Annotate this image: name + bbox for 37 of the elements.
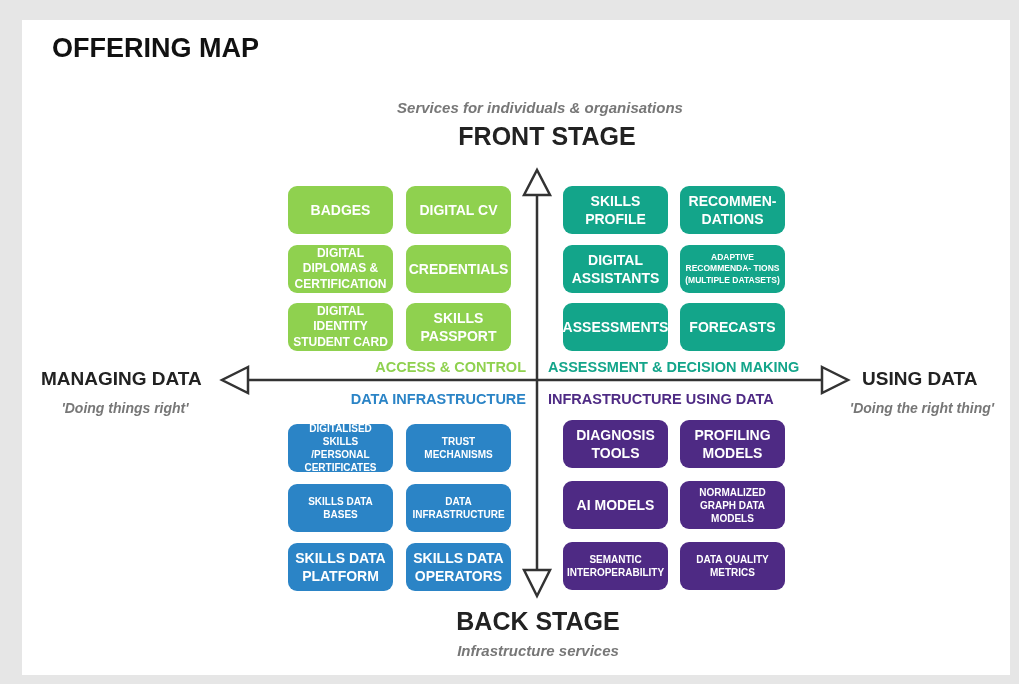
offering-box: SKILLS PASSPORT bbox=[406, 303, 511, 351]
offering-box: BADGES bbox=[288, 186, 393, 234]
offering-box: SKILLS DATA BASES bbox=[288, 484, 393, 532]
offering-box: ASSESSMENTS bbox=[563, 303, 668, 351]
quadrant-heading: ACCESS & CONTROL bbox=[375, 359, 526, 375]
subtitle: 'Doing things right' bbox=[61, 400, 189, 416]
subtitle: 'Doing the right thing' bbox=[849, 400, 995, 416]
title: OFFERING MAP bbox=[52, 33, 259, 64]
offering-box: SKILLS DATA PLATFORM bbox=[288, 543, 393, 591]
offering-box: SKILLS DATA OPERATORS bbox=[406, 543, 511, 591]
offering-box: DIGITALISED SKILLS /PERSONAL CERTIFICATES bbox=[288, 424, 393, 472]
offering-box: DIGITAL CV bbox=[406, 186, 511, 234]
offering-box: PROFILING MODELS bbox=[680, 420, 785, 468]
offering-box: DATA QUALITY METRICS bbox=[680, 542, 785, 590]
offering-box: SEMANTIC INTEROPERABILITY bbox=[563, 542, 668, 590]
axis-label: BACK STAGE bbox=[456, 607, 620, 636]
subtitle: Infrastructure services bbox=[457, 642, 619, 659]
quadrant-heading: DATA INFRASTRUCTURE bbox=[350, 391, 526, 407]
axis-label: MANAGING DATA bbox=[41, 368, 202, 390]
offering-box: DIAGNOSIS TOOLS bbox=[563, 420, 668, 468]
offering-box: FORECASTS bbox=[680, 303, 785, 351]
offering-box: DIGITAL DIPLOMAS & CERTIFICATION bbox=[288, 245, 393, 293]
offering-box: AI MODELS bbox=[563, 481, 668, 529]
offering-box: RECOMMEN- DATIONS bbox=[680, 186, 785, 234]
axis-label: FRONT STAGE bbox=[458, 122, 636, 151]
offering-box: DIGITAL IDENTITY STUDENT CARD bbox=[288, 303, 393, 351]
subtitle: Services for individuals & organisations bbox=[397, 99, 683, 116]
offering-box: NORMALIZED GRAPH DATA MODELS bbox=[680, 481, 785, 529]
offering-box: TRUST MECHANISMS bbox=[406, 424, 511, 472]
offering-box: CREDENTIALS bbox=[406, 245, 511, 293]
axis-label: USING DATA bbox=[862, 368, 978, 390]
offering-box: ADAPTIVE RECOMMENDA- TIONS (MULTIPLE DATASETS) bbox=[680, 245, 785, 293]
offering-box: SKILLS PROFILE bbox=[563, 186, 668, 234]
quadrant-heading: INFRASTRUCTURE USING DATA bbox=[548, 391, 774, 407]
quadrant-heading: ASSESSMENT & DECISION MAKING bbox=[548, 359, 800, 375]
offering-box: DATA INFRASTRUCTURE bbox=[406, 484, 511, 532]
offering-box: DIGITAL ASSISTANTS bbox=[563, 245, 668, 293]
